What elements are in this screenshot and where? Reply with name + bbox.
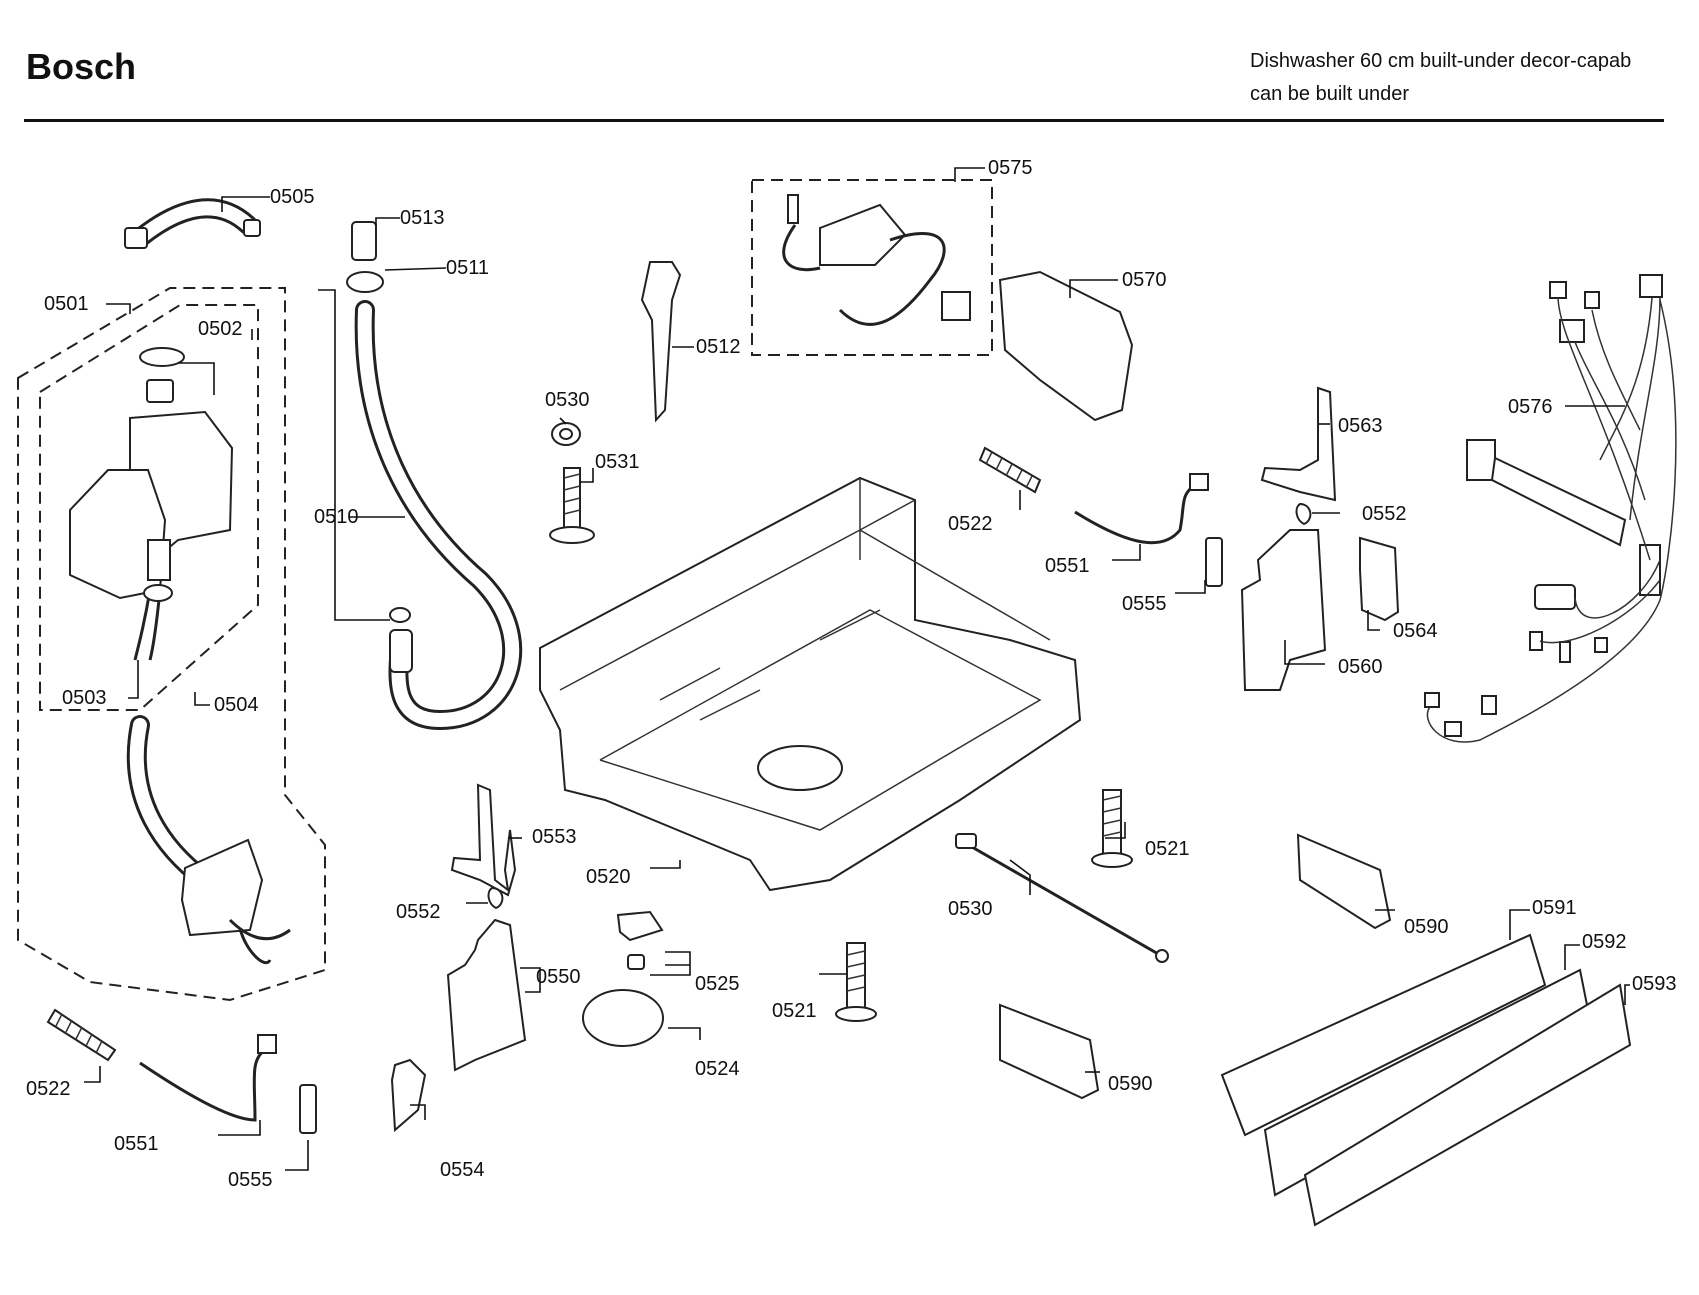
label-0521-right: 0521 — [1145, 838, 1190, 860]
assembly-outline-0502 — [39, 304, 259, 711]
label-0510: 0510 — [314, 506, 359, 528]
part-0521-foot-right — [1091, 789, 1133, 868]
part-0524-disk — [582, 989, 664, 1047]
label-0530-rod: 0530 — [948, 898, 993, 920]
part-0591-kick-plate — [1220, 933, 1547, 1137]
label-0551-right: 0551 — [1045, 555, 1090, 577]
label-0521-center: 0521 — [772, 1000, 817, 1022]
label-0593: 0593 — [1632, 973, 1677, 995]
label-0555-right: 0555 — [1122, 593, 1167, 615]
part-0551-cable-right — [1074, 473, 1209, 545]
label-0560: 0560 — [1338, 656, 1383, 678]
assembly-outline-0501 — [17, 287, 326, 1002]
label-0553: 0553 — [532, 826, 577, 848]
label-0564: 0564 — [1393, 620, 1438, 642]
label-0590-upper: 0590 — [1404, 916, 1449, 938]
label-0550: 0550 — [536, 966, 581, 988]
part-0552-clip-right — [1295, 502, 1312, 526]
part-0513-cap — [351, 221, 377, 261]
label-0505: 0505 — [270, 186, 315, 208]
label-0525: 0525 — [695, 973, 740, 995]
part-0502-inlet-valve — [69, 347, 234, 661]
part-0511-clamp — [346, 271, 384, 293]
label-0592: 0592 — [1582, 931, 1627, 953]
part-0525-clips — [616, 910, 664, 970]
label-0501: 0501 — [44, 293, 89, 315]
part-0522-spring-left — [46, 1008, 117, 1062]
label-0575: 0575 — [988, 157, 1033, 179]
part-0512-spike — [640, 261, 682, 423]
part-0576-wiring-harness — [1424, 274, 1677, 743]
label-0551-left: 0551 — [114, 1133, 159, 1155]
part-0590-bracket-upper — [1296, 833, 1392, 930]
part-0510-drain-hose — [354, 300, 523, 731]
label-0531: 0531 — [595, 451, 640, 473]
label-0504: 0504 — [214, 694, 259, 716]
brand-title: Bosch — [26, 46, 137, 87]
part-0505-hose-fitting — [124, 198, 261, 249]
label-0522-right: 0522 — [948, 513, 993, 535]
part-0551-cable-left — [139, 1034, 277, 1122]
label-0590-lower: 0590 — [1108, 1073, 1153, 1095]
part-0553-hinge-bracket-left — [450, 783, 517, 897]
label-0511: 0511 — [446, 257, 489, 279]
part-0590-bracket-lower — [999, 1003, 1100, 1100]
label-0503: 0503 — [62, 687, 107, 709]
model-description: Dishwasher 60 cm built-under decor-capab — [1250, 50, 1632, 72]
label-0524: 0524 — [695, 1058, 740, 1080]
label-0530: 0530 — [545, 389, 590, 411]
part-0530-rod — [955, 833, 1169, 963]
part-0563-hinge-bracket-right — [1260, 386, 1337, 502]
part-0593-kick-plate — [1303, 983, 1632, 1227]
part-0575-wired-motor — [782, 194, 971, 326]
part-0555-latch-right — [1205, 537, 1223, 587]
part-0531-adjusting-screw — [549, 467, 595, 544]
part-0552-clip-left — [487, 886, 504, 910]
part-0550-hinge-plate-left — [446, 918, 527, 1072]
label-0554: 0554 — [440, 1159, 485, 1181]
part-0554-latch — [390, 1058, 427, 1133]
part-0555-latch-left — [299, 1084, 317, 1134]
label-0512: 0512 — [696, 336, 741, 358]
label-0552-right: 0552 — [1362, 503, 1407, 525]
part-0530-nut — [551, 422, 581, 446]
header-divider — [24, 119, 1664, 122]
label-0555-left: 0555 — [228, 1169, 273, 1191]
label-0591: 0591 — [1532, 897, 1577, 919]
part-0504-hose-assembly — [126, 715, 291, 964]
model-installation-note: can be built under — [1250, 83, 1410, 105]
label-0576: 0576 — [1508, 396, 1553, 418]
leader-lines — [84, 167, 1630, 1171]
part-0560-hinge-plate-right — [1240, 529, 1327, 691]
assembly-outline-0575 — [751, 179, 993, 356]
label-0563: 0563 — [1338, 415, 1383, 437]
part-0522-spring-right — [978, 446, 1042, 494]
part-0570-control-module — [998, 270, 1134, 422]
label-0520: 0520 — [586, 866, 631, 888]
part-0521-foot-center — [835, 942, 877, 1022]
label-0552-left: 0552 — [396, 901, 441, 923]
part-0564-bracket — [1359, 536, 1400, 622]
label-0502: 0502 — [198, 318, 243, 340]
label-0513: 0513 — [400, 207, 445, 229]
part-0520-base-tub — [539, 476, 1082, 892]
label-0522-left: 0522 — [26, 1078, 71, 1100]
label-0570: 0570 — [1122, 269, 1167, 291]
